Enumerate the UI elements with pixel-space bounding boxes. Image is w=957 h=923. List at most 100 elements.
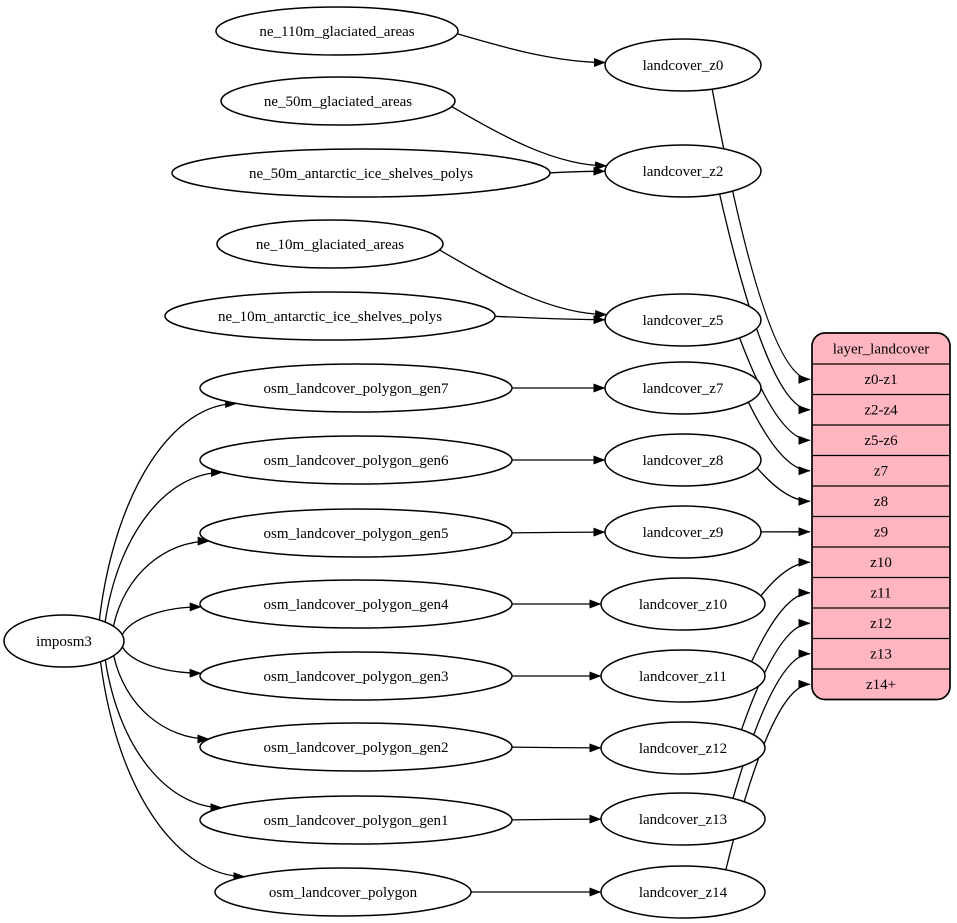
node-ellipse-ne_10m_glaciated_areas [216, 219, 444, 269]
node-ellipse-landcover_z7 [604, 361, 762, 415]
node-ne_10m_antarctic_ice_shelves_polys: ne_10m_antarctic_ice_shelves_polys [164, 291, 496, 341]
node-ellipse-osm_landcover_polygon_gen6 [199, 435, 513, 485]
node-label-landcover_z14: landcover_z14 [639, 885, 728, 901]
node-label-landcover_z0: landcover_z0 [643, 58, 724, 74]
table-row-label-z0-z1: z0-z1 [864, 372, 897, 388]
node-ellipse-osm_landcover_polygon_gen2 [199, 722, 513, 772]
node-label-ne_10m_glaciated_areas: ne_10m_glaciated_areas [256, 237, 404, 253]
node-osm_landcover_polygon_gen2: osm_landcover_polygon_gen2 [199, 722, 513, 772]
node-osm_landcover_polygon_gen7: osm_landcover_polygon_gen7 [199, 363, 513, 413]
edge-landcover_z13-to-row-z13 [732, 649, 811, 799]
node-osm_landcover_polygon: osm_landcover_polygon [214, 867, 472, 917]
table-row-label-z5-z6: z5-z6 [864, 433, 898, 449]
node-ellipse-osm_landcover_polygon_gen1 [199, 795, 513, 845]
table-row-label-z10: z10 [870, 555, 892, 571]
node-label-osm_landcover_polygon: osm_landcover_polygon [269, 885, 418, 901]
node-ellipse-landcover_z13 [600, 792, 766, 846]
node-ellipse-osm_landcover_polygon_gen4 [199, 579, 513, 629]
table-row-label-z14+: z14+ [866, 677, 896, 693]
node-label-osm_landcover_polygon_gen5: osm_landcover_polygon_gen5 [264, 526, 449, 542]
edge-ne_10m_glaciated_areas-to-landcover_z5 [439, 249, 608, 319]
edge-landcover_z7-to-row-z7 [747, 401, 811, 476]
table-row-label-z9: z9 [874, 525, 888, 541]
node-ellipse-landcover_z14 [600, 865, 766, 919]
edge-landcover_z5-to-row-z5-z6 [738, 337, 811, 445]
edge-landcover_z2-to-row-z2-z4 [718, 193, 811, 415]
edge-imposm3-to-osm_landcover_polygon_gen2 [113, 655, 210, 744]
node-label-osm_landcover_polygon_gen7: osm_landcover_polygon_gen7 [264, 381, 449, 397]
table-row-z13: z13 [812, 637, 950, 663]
node-label-landcover_z10: landcover_z10 [639, 597, 727, 613]
edge-imposm3-to-osm_landcover_polygon_gen3 [121, 646, 202, 678]
table-row-z7: z7 [812, 454, 950, 480]
table-row-z14+: z14+ [812, 668, 950, 693]
table-row-z8: z8 [812, 485, 950, 510]
node-ne_110m_glaciated_areas: ne_110m_glaciated_areas [215, 6, 459, 56]
node-label-landcover_z2: landcover_z2 [643, 164, 724, 180]
edge-landcover_z11-to-row-z11 [751, 588, 811, 662]
edge-osm_landcover_polygon_gen1-to-landcover_z13 [511, 814, 602, 824]
node-ne_10m_glaciated_areas: ne_10m_glaciated_areas [216, 219, 444, 269]
table-row-z11: z11 [812, 576, 950, 602]
node-label-landcover_z13: landcover_z13 [639, 812, 727, 828]
table-row-label-z2-z4: z2-z4 [864, 403, 898, 419]
node-ellipse-landcover_z11 [600, 649, 766, 703]
node-label-landcover_z11: landcover_z11 [639, 669, 727, 685]
edge-ne_50m_glaciated_areas-to-landcover_z2 [451, 106, 608, 171]
edge-landcover_z8-to-row-z8 [756, 467, 811, 506]
nodes-layer: imposm3 ne_110m_glaciated_areas ne_50m_gla… [3, 6, 766, 919]
table-row-z2-z4: z2-z4 [812, 393, 950, 419]
table-row-z5-z6: z5-z6 [812, 424, 950, 449]
node-label-ne_50m_antarctic_ice_shelves_polys: ne_50m_antarctic_ice_shelves_polys [249, 166, 473, 182]
node-ne_50m_antarctic_ice_shelves_polys: ne_50m_antarctic_ice_shelves_polys [171, 148, 551, 198]
table-row-label-z12: z12 [870, 616, 892, 632]
node-label-ne_110m_glaciated_areas: ne_110m_glaciated_areas [259, 24, 414, 40]
node-ellipse-landcover_z5 [604, 293, 762, 347]
node-ellipse-landcover_z10 [600, 577, 766, 631]
node-label-landcover_z12: landcover_z12 [639, 741, 727, 757]
node-label-ne_50m_glaciated_areas: ne_50m_glaciated_areas [264, 94, 412, 110]
node-ellipse-landcover_z0 [604, 38, 762, 92]
node-label-landcover_z8: landcover_z8 [643, 453, 724, 469]
node-ellipse-landcover_z8 [604, 433, 762, 487]
edge-ne_50m_antarctic_ice_shelves_polys-to-landcover_z2 [549, 166, 606, 176]
edge-ne_10m_antarctic_ice_shelves_polys-to-landcover_z5 [494, 315, 606, 325]
node-ellipse-osm_landcover_polygon_gen3 [199, 651, 513, 701]
node-ellipse-ne_10m_antarctic_ice_shelves_polys [164, 291, 496, 341]
node-osm_landcover_polygon_gen4: osm_landcover_polygon_gen4 [199, 579, 513, 629]
node-ellipse-ne_110m_glaciated_areas [215, 6, 459, 56]
node-imposm3: imposm3 [3, 614, 125, 668]
node-landcover_z8: landcover_z8 [604, 433, 762, 487]
edge-imposm3-to-osm_landcover_polygon_gen5 [112, 536, 210, 627]
edge-landcover_z12-to-row-z12 [740, 618, 811, 731]
node-osm_landcover_polygon_gen1: osm_landcover_polygon_gen1 [199, 795, 513, 845]
node-landcover_z14: landcover_z14 [600, 865, 766, 919]
node-landcover_z13: landcover_z13 [600, 792, 766, 846]
node-landcover_z11: landcover_z11 [600, 649, 766, 703]
table-row-label-z11: z11 [870, 586, 891, 602]
node-landcover_z5: landcover_z5 [604, 293, 762, 347]
node-label-osm_landcover_polygon_gen1: osm_landcover_polygon_gen1 [264, 813, 449, 829]
node-osm_landcover_polygon_gen6: osm_landcover_polygon_gen6 [199, 435, 513, 485]
node-ellipse-osm_landcover_polygon [214, 867, 472, 917]
edge-imposm3-to-osm_landcover_polygon_gen6 [104, 467, 223, 623]
table-row-label-z8: z8 [874, 494, 888, 510]
edge-osm_landcover_polygon_gen5-to-landcover_z9 [511, 527, 606, 537]
node-label-osm_landcover_polygon_gen3: osm_landcover_polygon_gen3 [264, 669, 449, 685]
edge-imposm3-to-osm_landcover_polygon_gen1 [104, 659, 223, 813]
table-row-label-z7: z7 [874, 464, 889, 480]
node-label-ne_10m_antarctic_ice_shelves_polys: ne_10m_antarctic_ice_shelves_polys [218, 309, 442, 325]
node-landcover_z9: landcover_z9 [604, 505, 762, 559]
table-row-z12: z12 [812, 607, 950, 632]
node-label-landcover_z9: landcover_z9 [643, 525, 724, 541]
table-title: layer_landcover [833, 341, 930, 357]
node-ellipse-osm_landcover_polygon_gen5 [199, 508, 513, 558]
node-landcover_z10: landcover_z10 [600, 577, 766, 631]
node-osm_landcover_polygon_gen3: osm_landcover_polygon_gen3 [199, 651, 513, 701]
edge-imposm3-to-osm_landcover_polygon [99, 661, 246, 882]
table-row-z0-z1: z0-z1 [812, 363, 950, 388]
node-label-imposm3: imposm3 [36, 634, 92, 650]
node-ellipse-ne_50m_antarctic_ice_shelves_polys [171, 148, 551, 198]
